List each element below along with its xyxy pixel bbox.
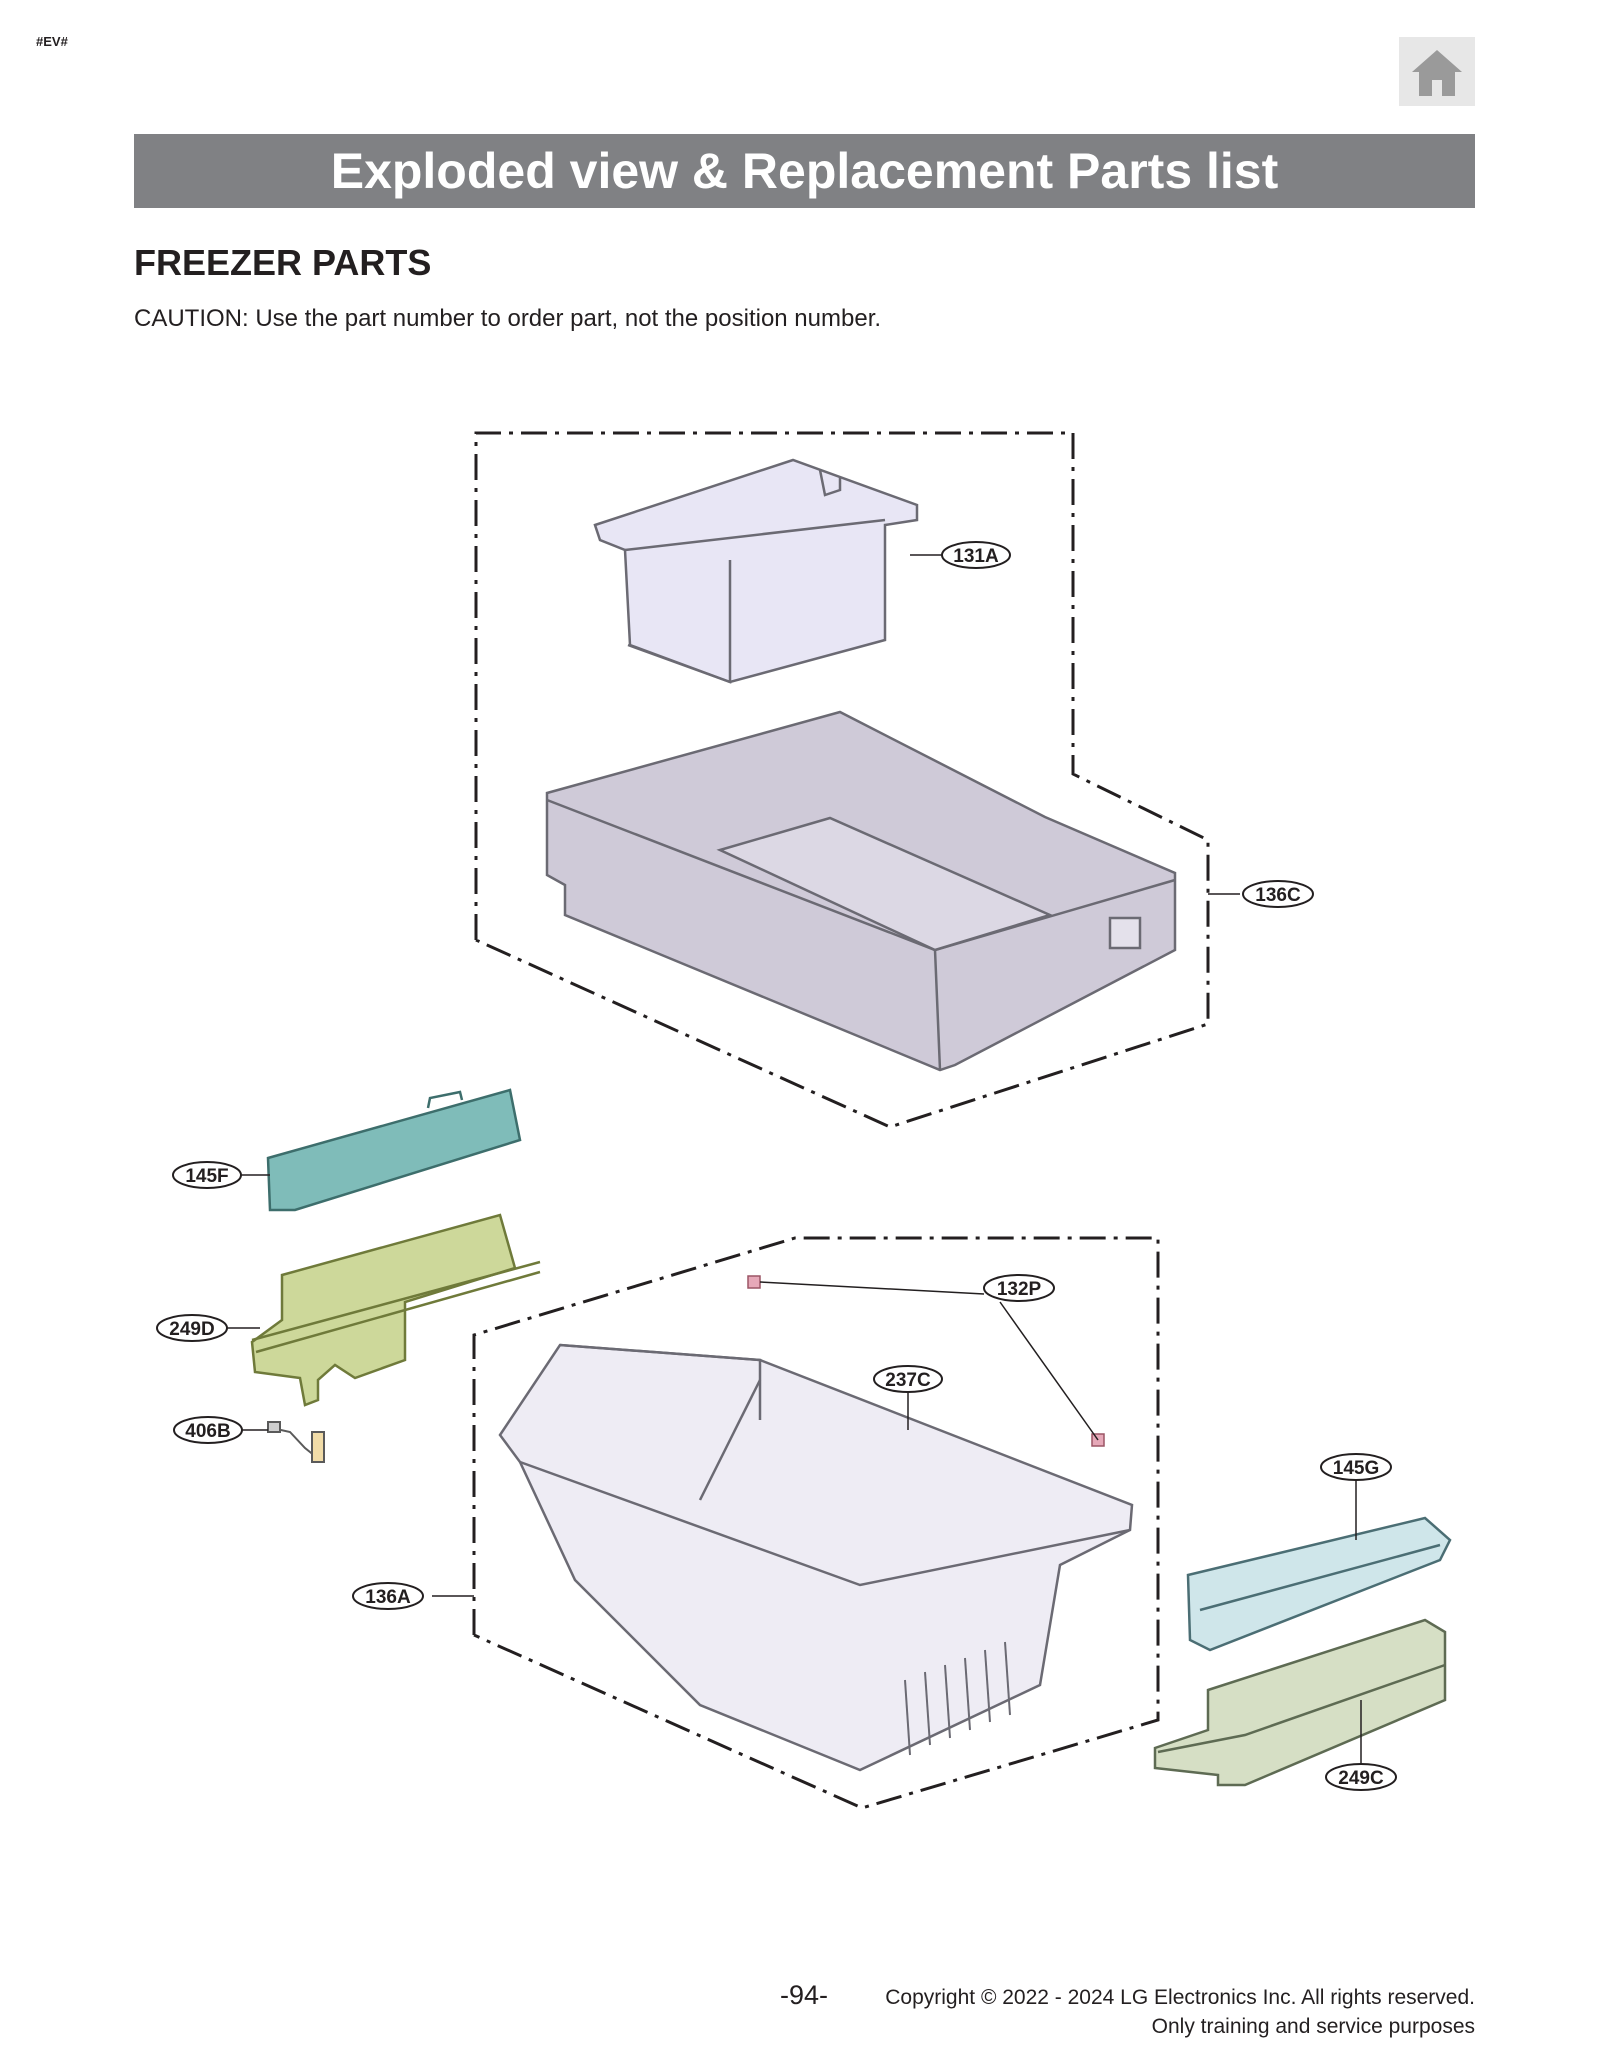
bin-131A xyxy=(593,458,919,684)
svg-text:145F: 145F xyxy=(185,1166,228,1187)
group-boundary-upper xyxy=(474,431,1210,1129)
exploded-view-diagram: 131A 136C 145F 249D 406B 132P 237C 136A … xyxy=(156,431,1452,1810)
svg-text:406B: 406B xyxy=(185,1421,230,1442)
callout-132P: 132P xyxy=(983,1274,1055,1302)
home-icon xyxy=(1412,49,1462,96)
rail-249D xyxy=(250,1213,541,1407)
page-title: Exploded view & Replacement Parts list xyxy=(330,143,1279,199)
rail-145F xyxy=(266,1088,522,1212)
rail-145G xyxy=(1186,1516,1452,1652)
home-button[interactable] xyxy=(1399,37,1475,106)
document-code: #EV# xyxy=(36,34,68,49)
svg-text:249D: 249D xyxy=(169,1319,214,1340)
callout-131A: 131A xyxy=(941,541,1011,569)
svg-text:136C: 136C xyxy=(1255,885,1301,906)
svg-text:249C: 249C xyxy=(1338,1768,1384,1789)
callout-249C: 249C xyxy=(1325,1763,1397,1791)
bin-237C xyxy=(498,1343,1134,1772)
leader-lines xyxy=(225,554,1362,1764)
callout-136C: 136C xyxy=(1242,880,1314,908)
callout-249D: 249D xyxy=(156,1314,228,1342)
section-title: FREEZER PARTS xyxy=(134,242,432,283)
copyright-line: Copyright © 2022 - 2024 LG Electronics I… xyxy=(885,1986,1475,2009)
drawer-136C xyxy=(545,710,1177,1072)
caution-note: CAUTION: Use the part number to order pa… xyxy=(134,305,882,332)
rail-249C xyxy=(1153,1618,1447,1787)
sensor-406B xyxy=(267,1421,325,1463)
title-banner: Exploded view & Replacement Parts list xyxy=(134,134,1475,208)
callout-145G: 145G xyxy=(1320,1453,1392,1481)
callout-237C: 237C xyxy=(873,1365,943,1393)
svg-text:132P: 132P xyxy=(997,1279,1042,1300)
group-boundary-lower xyxy=(472,1236,1160,1810)
svg-text:145G: 145G xyxy=(1333,1458,1379,1479)
pad-132P-a xyxy=(747,1275,761,1289)
svg-text:237C: 237C xyxy=(885,1370,931,1391)
callout-136A: 136A xyxy=(352,1582,424,1610)
usage-line: Only training and service purposes xyxy=(1151,2015,1475,2038)
callout-145F: 145F xyxy=(172,1161,242,1189)
page-number: -94- xyxy=(780,1980,829,2010)
svg-text:131A: 131A xyxy=(953,546,999,567)
svg-text:136A: 136A xyxy=(365,1587,411,1608)
callout-406B: 406B xyxy=(173,1416,243,1444)
copyright-notice: Copyright © 2022 - 2024 LG Electronics I… xyxy=(885,1983,1475,2041)
